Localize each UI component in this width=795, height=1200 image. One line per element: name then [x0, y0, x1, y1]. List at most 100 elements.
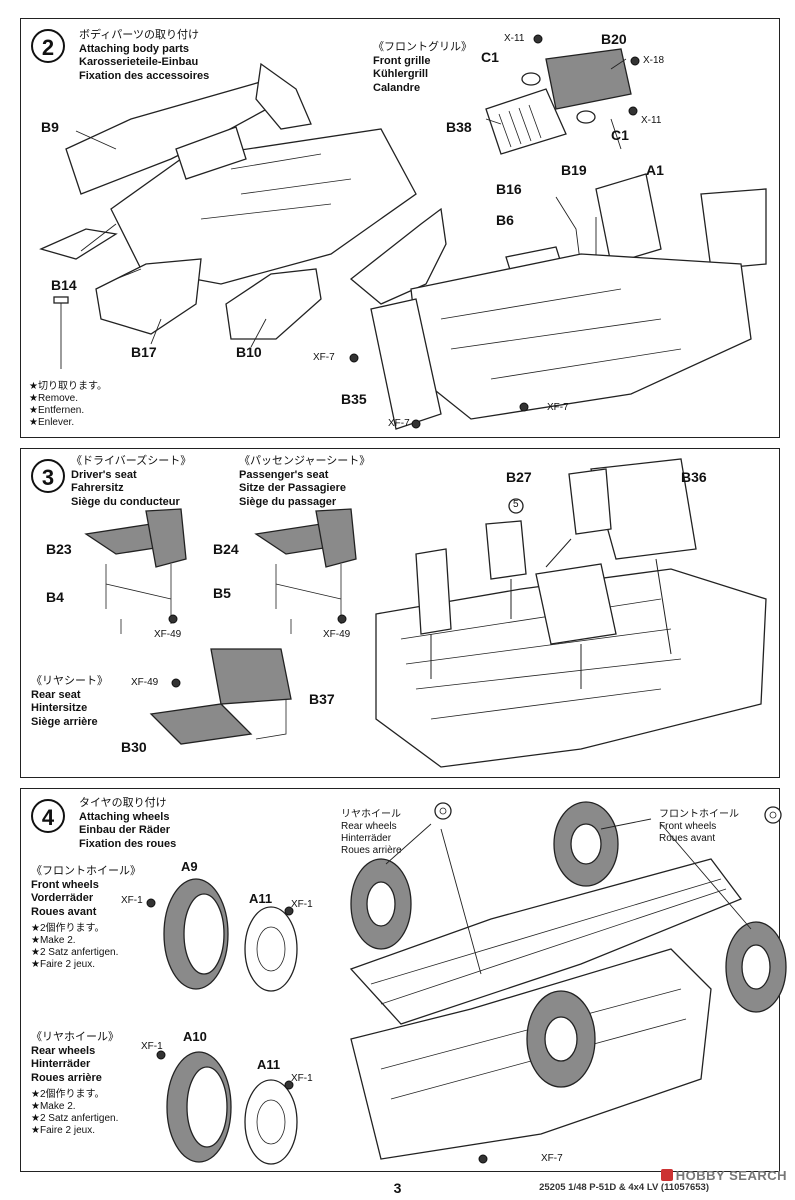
- screw-xf1d: [284, 1080, 294, 1090]
- part-c1b-lens: [576, 110, 596, 124]
- label-c1-bottom: C1: [611, 127, 629, 143]
- label-x11-top: X-11: [504, 33, 525, 44]
- label-xf1-b: XF-1: [291, 899, 313, 910]
- label-b37: B37: [309, 691, 335, 707]
- label-xf1-a: XF-1: [121, 895, 143, 906]
- label-b35: B35: [341, 391, 367, 407]
- fender-shape: [349, 207, 447, 305]
- seat-b24-back: [315, 508, 357, 568]
- label-x18: X-18: [643, 55, 665, 66]
- front-grille-subtitle: 《フロントグリル》 Front grille Kühlergrill Calan…: [373, 41, 472, 94]
- rear-wheels-callout: リヤホイール Rear wheels Hinterräder Roues arr…: [341, 809, 402, 856]
- label-b27: B27: [506, 469, 532, 485]
- screw-xf7c: [519, 402, 529, 412]
- label-x11-bottom: X-11: [641, 115, 662, 126]
- label-b5: B5: [213, 585, 231, 601]
- rear-wheels-title: 《リヤホイール》 Rear wheels Hinterräder Roues a…: [31, 1031, 119, 1084]
- label-ref-5: 5: [513, 499, 519, 510]
- product-reference: 25205 1/48 P-51D & 4x4 LV (11057653): [539, 1182, 709, 1193]
- driver-seat-title: 《ドライバーズシート》 Driver's seat Fahrersitz Siè…: [71, 455, 192, 508]
- label-a9: A9: [181, 859, 198, 874]
- chassis-frame: [349, 858, 743, 1025]
- label-b10: B10: [236, 344, 262, 360]
- screw-xf7a: [349, 353, 359, 363]
- step-3-panel: 3 《ドライバーズシート》 Driver's seat Fahrersitz S…: [20, 448, 780, 778]
- label-b14: B14: [51, 277, 77, 293]
- screw-xf7b: [411, 419, 421, 429]
- label-xf49-driver: XF-49: [154, 629, 182, 640]
- label-b23: B23: [46, 541, 72, 557]
- screw-xf1b: [284, 906, 294, 916]
- label-b30: B30: [121, 739, 147, 755]
- seat-b37-back: [210, 648, 292, 705]
- label-xf1-c: XF-1: [141, 1041, 163, 1052]
- part-b20-shape: [545, 48, 632, 110]
- label-a11-rear: A11: [257, 1057, 281, 1072]
- step-number: 3: [31, 459, 65, 493]
- step-title: タイヤの取り付け Attaching wheels Einbau der Räd…: [79, 797, 177, 850]
- seat-b4-frame: [105, 564, 172, 634]
- part-b10-shape: [225, 268, 322, 340]
- label-c1-top: C1: [481, 49, 499, 65]
- watermark: HOBBY SEARCH: [660, 1168, 787, 1183]
- label-xf49-rear: XF-49: [131, 677, 159, 688]
- label-xf49-passenger: XF-49: [323, 629, 351, 640]
- step-4-illustration: [146, 801, 787, 1165]
- front-make-note: ★2個作ります。 ★Make 2. ★2 Satz anfertigen. ★F…: [31, 923, 119, 970]
- label-b19: B19: [561, 162, 587, 178]
- step-number: 2: [31, 29, 65, 63]
- rear-hub-icon: [434, 802, 452, 820]
- label-b20: B20: [601, 31, 627, 47]
- label-a10: A10: [183, 1029, 207, 1044]
- label-b16: B16: [496, 181, 522, 197]
- installed-seat-right: [535, 563, 617, 645]
- part-b9-shape: [65, 78, 277, 195]
- label-b6: B6: [496, 212, 514, 228]
- screw-xf1a: [146, 898, 156, 908]
- screw-xf1c: [156, 1050, 166, 1060]
- part-b35-shape: [370, 298, 442, 430]
- part-b38-shape: [485, 88, 567, 155]
- label-a11-front: A11: [249, 891, 273, 906]
- seat-b5-frame: [275, 564, 342, 634]
- engine-front-shape: [700, 188, 767, 270]
- rear-seat-title: 《リヤシート》 Rear seat Hintersitze Siège arri…: [31, 675, 108, 728]
- screw-xf49b: [337, 614, 347, 624]
- label-b24: B24: [213, 541, 239, 557]
- label-b17: B17: [131, 344, 157, 360]
- label-xf7-left: XF-7: [313, 352, 335, 363]
- label-b9: B9: [41, 119, 59, 135]
- screw-xf49c: [171, 678, 181, 688]
- label-xf1-d: XF-1: [291, 1073, 313, 1084]
- passenger-seat-title: 《パッセンジャーシート》 Passenger's seat Sitze der …: [239, 455, 371, 508]
- step-3-illustration: [84, 458, 767, 768]
- label-xf7-right: XF-7: [547, 402, 569, 413]
- front-hub-icon: [764, 806, 782, 824]
- step-number: 4: [31, 799, 65, 833]
- seat-b23-back: [145, 508, 187, 568]
- screw-x18: [630, 56, 640, 66]
- seat-b30-cushion: [149, 703, 253, 745]
- rear-make-note: ★2個作ります。 ★Make 2. ★2 Satz anfertigen. ★F…: [31, 1089, 119, 1136]
- label-b38: B38: [446, 119, 472, 135]
- step-2-illustration: [39, 34, 767, 430]
- step-4-panel: 4 タイヤの取り付け Attaching wheels Einbau der R…: [20, 788, 787, 1172]
- label-xf7: XF-7: [541, 1153, 563, 1164]
- front-wheels-callout: フロントホイール Front wheels Roues avant: [659, 809, 739, 844]
- label-b36: B36: [681, 469, 707, 485]
- screw-xf7: [478, 1154, 488, 1164]
- wheel-a11b: [244, 1079, 298, 1165]
- wheel-a11a: [244, 906, 298, 992]
- floor-box-shape: [175, 126, 247, 180]
- step-title: ボディパーツの取り付け Attaching body parts Karosse…: [79, 29, 210, 82]
- part-a1-shape: [595, 173, 662, 265]
- screw-x11a: [533, 34, 543, 44]
- part-c1a-lens: [521, 72, 541, 86]
- part-b14-shape: [39, 228, 118, 260]
- step-2-panel: 2 ボディパーツの取り付け Attaching body parts Karos…: [20, 18, 780, 438]
- screw-xf49a: [168, 614, 178, 624]
- remove-note: ★切り取ります。 ★Remove. ★Entfernen. ★Enlever.: [29, 381, 107, 428]
- hobby-search-logo-icon: [660, 1169, 673, 1181]
- installed-seat-middle: [485, 520, 527, 580]
- part-b27-shape: [568, 468, 612, 535]
